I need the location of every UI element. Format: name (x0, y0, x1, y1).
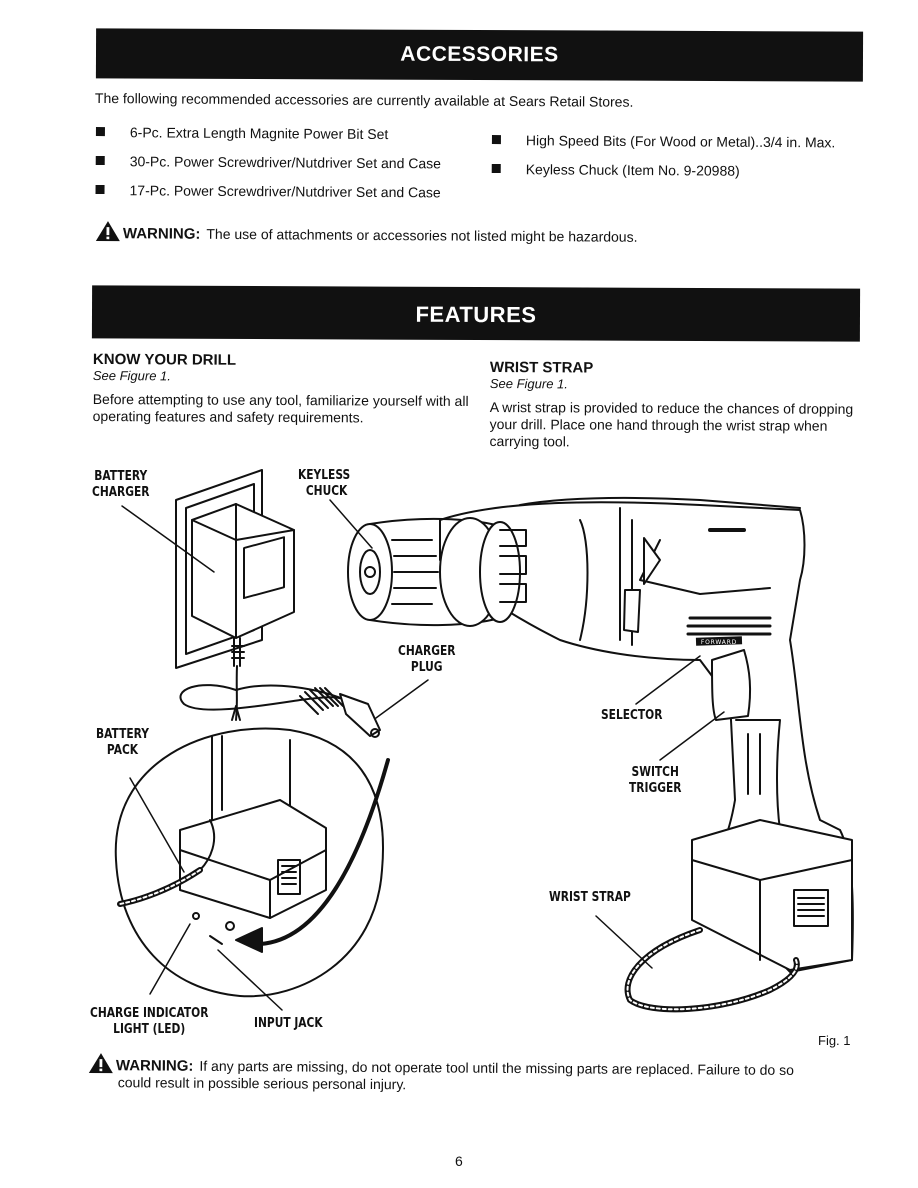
missing-parts-warning: WARNING:If any parts are missing, do not… (88, 1052, 858, 1095)
accessories-warning: WARNING:The use of attachments or access… (95, 220, 638, 246)
warning-triangle-icon (88, 1053, 113, 1074)
selector-marking (695, 636, 743, 646)
selector-marking-text: FORWARD (701, 639, 737, 646)
input-jack-label: INPUT JACK (254, 1016, 323, 1031)
charger-cord-illustration (179, 665, 381, 738)
drill-illustration (347, 496, 854, 973)
wrist-strap-label: WRIST STRAP (549, 890, 631, 905)
page-number: 6 (455, 1153, 463, 1169)
battery-charger-illustration (175, 469, 295, 669)
selector-label: SELECTOR (601, 708, 663, 723)
figure-caption: Fig. 1 (818, 1033, 851, 1048)
warning-triangle-icon (95, 221, 120, 242)
battery-pack-detail (114, 727, 390, 998)
wrist-strap-illustration (624, 927, 800, 1013)
warning-label: WARNING: (115, 1057, 194, 1075)
leader-lines (121, 499, 725, 1011)
